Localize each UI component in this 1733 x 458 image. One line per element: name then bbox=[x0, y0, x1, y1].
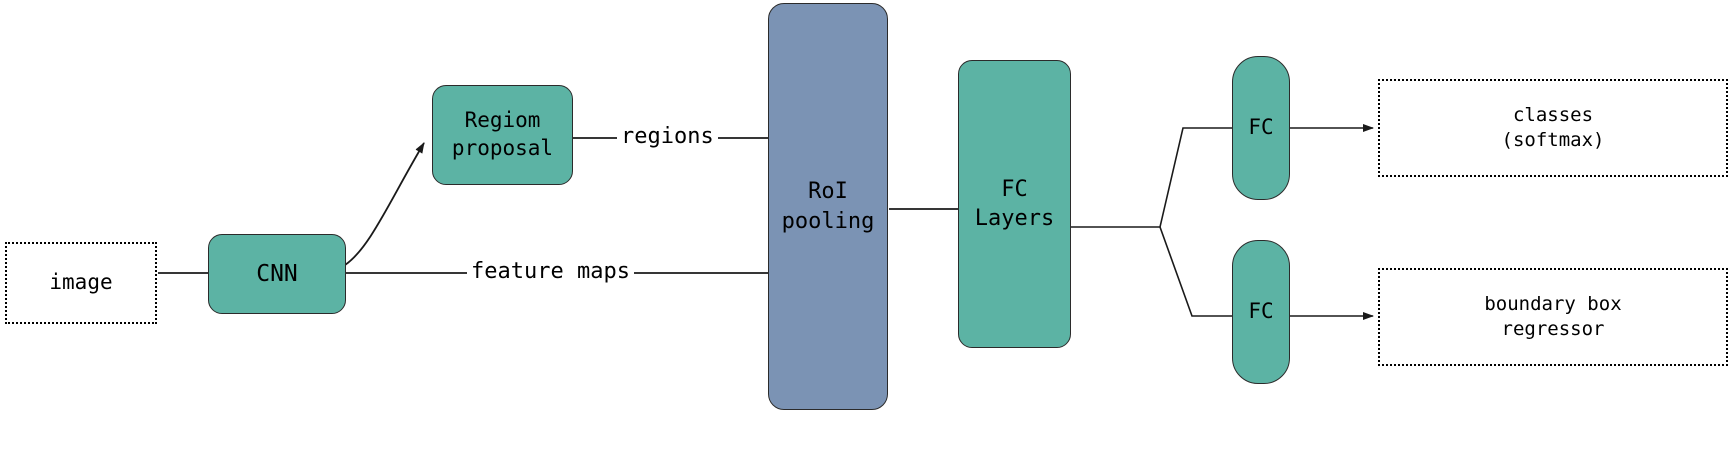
node-fc-layers[interactable]: FC Layers bbox=[958, 60, 1071, 348]
node-roi-pooling[interactable]: RoI pooling bbox=[768, 3, 888, 410]
node-cnn-label: CNN bbox=[256, 260, 298, 287]
node-fc-layers-label: FC Layers bbox=[974, 176, 1055, 231]
node-bbox-regressor[interactable]: boundary box regressor bbox=[1378, 268, 1728, 366]
edge-cnn-to-region-proposal bbox=[344, 142, 425, 266]
node-image-label: image bbox=[49, 270, 113, 295]
node-roi-pooling-label: RoI pooling bbox=[781, 179, 875, 234]
node-cnn[interactable]: CNN bbox=[208, 234, 346, 314]
node-region-proposal-label: Regiom proposal bbox=[451, 108, 554, 160]
node-fc-top[interactable]: FC bbox=[1232, 56, 1290, 200]
node-bbox-regressor-label: boundary box regressor bbox=[1484, 292, 1622, 340]
node-region-proposal[interactable]: Regiom proposal bbox=[432, 85, 573, 185]
node-fc-bottom[interactable]: FC bbox=[1232, 240, 1290, 384]
node-fc-top-label: FC bbox=[1248, 115, 1274, 140]
edge-label-regions: regions bbox=[617, 126, 718, 148]
node-image[interactable]: image bbox=[5, 242, 157, 324]
edge-label-feature-maps: feature maps bbox=[467, 261, 634, 283]
node-classes-label: classes (softmax) bbox=[1501, 103, 1605, 151]
node-classes[interactable]: classes (softmax) bbox=[1378, 79, 1728, 177]
node-fc-bottom-label: FC bbox=[1248, 299, 1274, 324]
